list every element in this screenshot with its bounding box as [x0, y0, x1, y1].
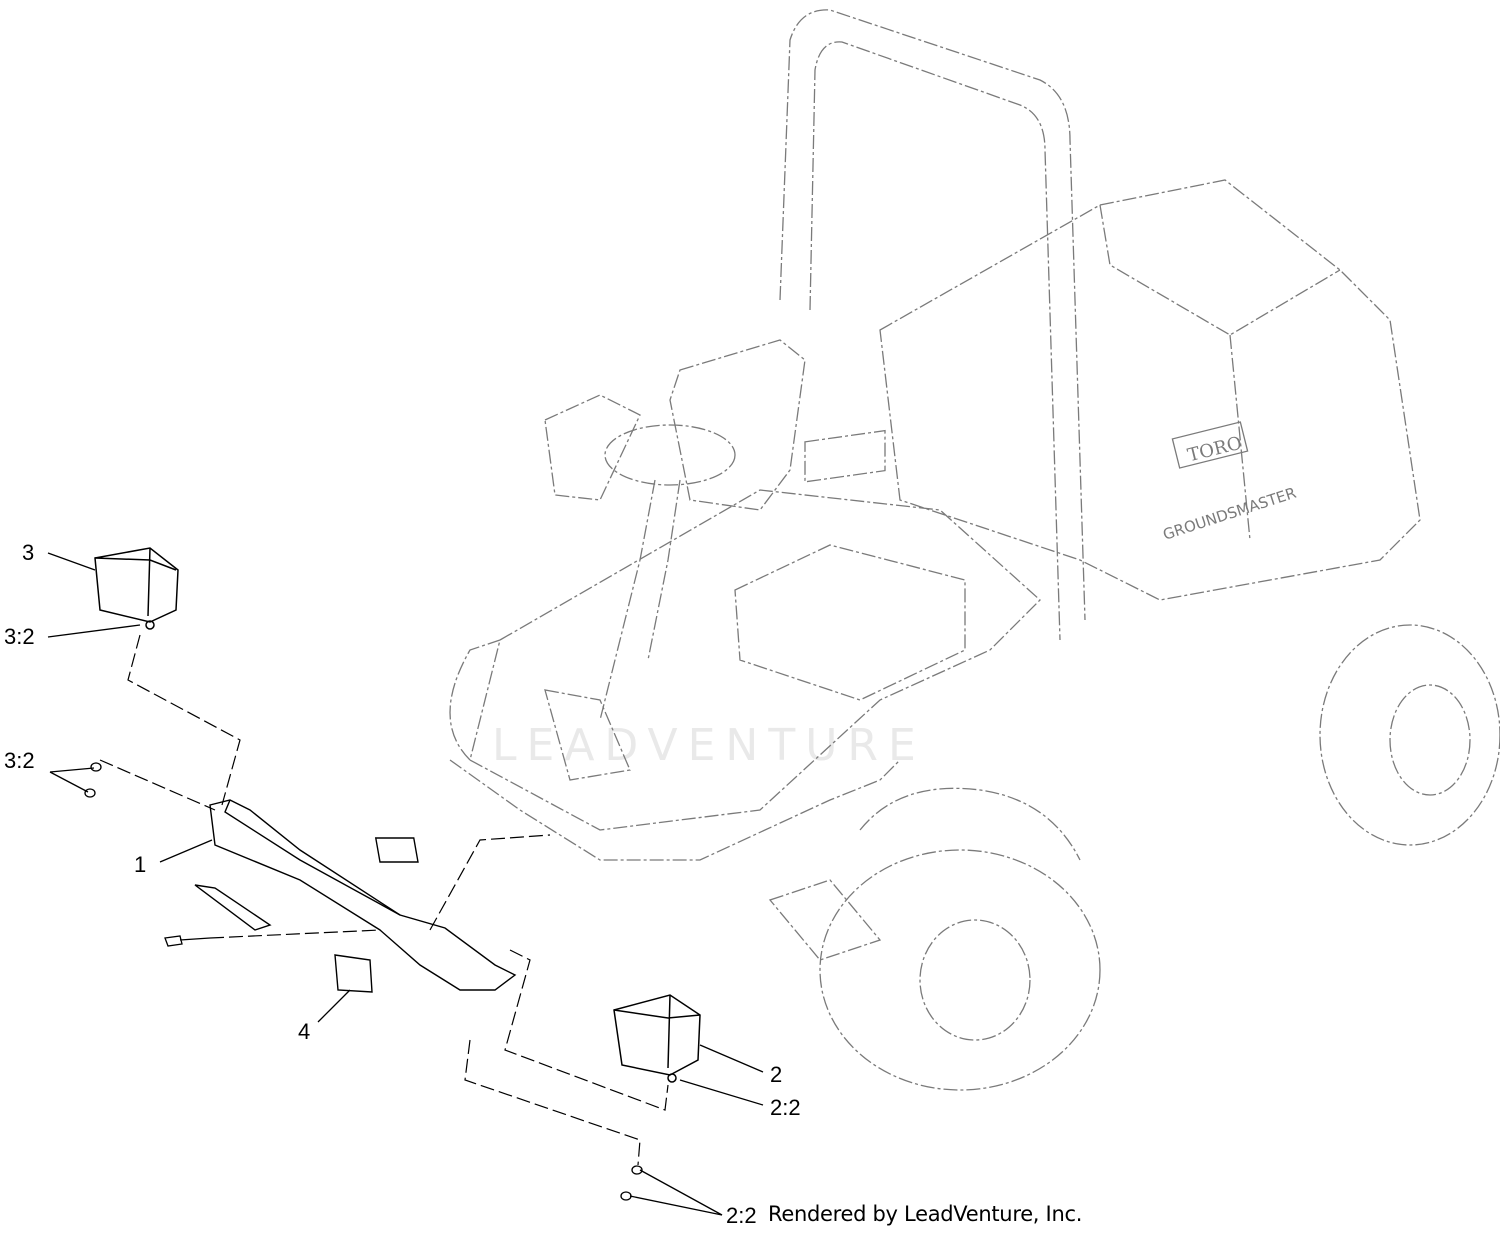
operator-platform — [469, 489, 1041, 831]
fender — [859, 787, 1081, 861]
floor-pedal — [768, 879, 882, 961]
callout-3-2-nuts: 3:2 — [4, 748, 35, 773]
bracket-plate — [194, 884, 272, 931]
front-frame — [449, 759, 901, 861]
rops-bar — [779, 9, 1086, 641]
light-bracket — [194, 799, 517, 991]
work-light-lower — [613, 994, 701, 1083]
bolt — [164, 935, 211, 947]
callout-2-2-light: 2:2 — [770, 1095, 801, 1120]
leader-lines — [47, 552, 764, 1216]
hardware-nuts — [84, 762, 643, 1201]
steering-wheel — [604, 424, 736, 486]
front-wheel — [819, 849, 1101, 1091]
work-light-upper — [94, 547, 179, 630]
callout-3-2-light: 3:2 — [4, 624, 35, 649]
callout-2: 2 — [770, 1062, 783, 1087]
badge-model-text: GROUNDSMASTER — [1161, 484, 1299, 544]
callout-1: 1 — [134, 852, 147, 877]
seat — [669, 339, 806, 511]
hood-badge — [1171, 421, 1249, 469]
mower-ghost — [449, 9, 1500, 1091]
callout-3: 3 — [22, 540, 35, 565]
fan-box — [734, 544, 966, 701]
control-lever — [544, 689, 631, 781]
steering-column — [599, 479, 681, 721]
render-credit: Rendered by LeadVenture, Inc. — [768, 1202, 1083, 1226]
watermark-text: LEADVENTURE — [492, 720, 926, 771]
callout-2-2-nuts: 2:2 — [726, 1203, 757, 1228]
callout-4: 4 — [298, 1019, 311, 1044]
engine-hood — [879, 179, 1421, 601]
rear-wheel — [1319, 624, 1500, 846]
badge-logo-text: TORO — [1186, 433, 1245, 467]
decal — [334, 954, 373, 993]
decal-area — [374, 837, 419, 863]
assembly-lines — [99, 634, 669, 1166]
